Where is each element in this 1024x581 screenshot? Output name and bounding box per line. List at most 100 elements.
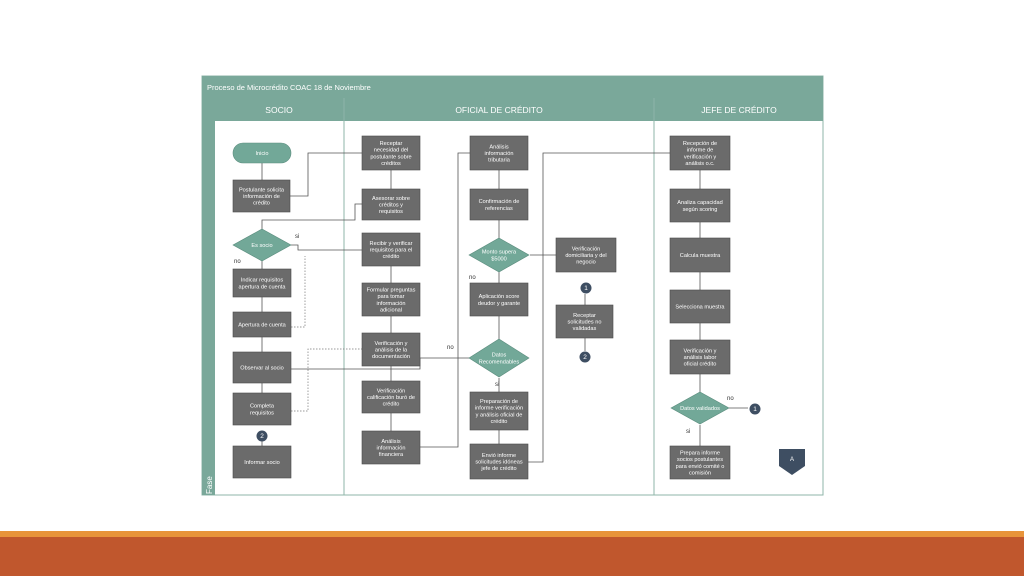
process-box-shape [361,232,421,267]
process-box-label: domiciliaria y del [565,253,606,259]
process-box-label: información [377,446,406,452]
process-box-label: Analiza capacidad [677,200,722,206]
process-box-shape [469,443,529,480]
process-box-label: postulante sobre [370,154,411,160]
decision-label: Monto supera [482,250,517,256]
process-box-shape [232,392,292,426]
decision-datos-val: Datos validados [670,391,730,425]
connector-circle [749,403,761,415]
decision-label: Recomendables [479,359,520,365]
process-box-shape [669,289,731,324]
process-box-label: informe verificación [475,406,523,412]
process-box-label: Postulante solicita [239,187,285,193]
decision-nodes: Es socio Monto supera$5000DatosRecomendab… [232,228,730,425]
edge-label: si [495,382,499,388]
connector-circle [256,430,268,442]
process-box-label: adicional [380,307,402,313]
process-box-label: Envió informe [482,453,516,459]
process-box-label: crédito [491,419,508,425]
process-box-label: Asesorar sobre [372,196,410,202]
process-box-label: para tomar [377,294,404,300]
process-box-selecciona: Selecciona muestra [669,289,731,324]
process-box-label: Verificación y [684,348,717,354]
process-box-label: Verificación [572,246,601,252]
edge-label: no [727,396,734,402]
process-box-label: necesidad del [374,148,409,154]
phase-strip [202,98,215,495]
footer-band [0,537,1024,576]
process-box-shape [232,311,292,338]
process-box-shape [469,391,529,431]
process-box-label: documentación [372,354,410,360]
process-box-shape [361,380,421,414]
process-box-label: análisis labor [684,355,717,361]
process-box-label: requisitos [379,209,403,215]
process-box-label: análisis o.c. [685,161,715,167]
edge-label: si [686,429,690,435]
process-box-label: información de [243,194,280,200]
process-box-label: verificación y [684,154,717,160]
process-box-label: Aplicación score [479,294,520,300]
footer-accent-stripe [0,531,1024,537]
process-box-shape [469,188,529,221]
edge-label: no [234,259,241,265]
process-box-label: negocio [576,260,596,266]
process-box-label: oficial crédito [684,362,717,368]
process-box-shape [232,351,292,384]
process-box-label: deudor y garante [478,301,520,307]
process-box-shape [361,282,421,317]
process-box-shape [232,179,291,213]
decision-label: Es socio [251,243,272,249]
diagram-title: Proceso de Microcrédito COAC 18 de Novie… [207,83,371,92]
decision-shape [232,228,292,262]
process-box-shape [361,332,421,367]
lane-header-oficial: OFICIAL DE CRÉDITO [455,105,543,115]
process-box-label: apertura de cuenta [239,284,287,290]
process-box-label: crédito [383,402,400,408]
decision-monto: Monto supera$5000 [468,237,530,273]
process-box-label: Recibir y verificar [370,241,413,247]
connector-label: 1 [753,406,757,413]
process-box-shape [361,430,421,465]
process-box-label: Informar socio [244,460,279,466]
process-box-shape [669,135,731,171]
process-box-label: jefe de crédito [480,466,516,472]
process-box-label: Análisis [489,144,508,150]
decision-shape [468,338,530,378]
process-box-label: requisitos para el [370,248,413,254]
process-box-shape [469,135,529,171]
page-connector-1: 1 [580,282,592,294]
process-box-label: información [485,151,514,157]
decision-label: Datos [492,353,507,359]
process-box-label: Preparación de [480,399,518,405]
process-box-label: comisión [689,470,711,476]
process-box-shape [555,304,614,339]
process-box-label: solicitudes idóneas [475,460,522,466]
process-box-label: Verificación [377,388,406,394]
decision-shape [670,391,730,425]
process-box-label: calificación buró de [367,395,415,401]
edge-label: si [295,234,299,240]
start-label: Inicio [255,151,268,157]
process-box-label: Análisis [381,439,400,445]
edge-label: no [469,275,476,281]
process-box-label: socios postulantes [677,457,723,463]
process-box-calcula: Calcula muestra [669,237,731,273]
process-box-shape [232,445,292,479]
connector-label: 1 [584,285,588,292]
process-box-apertura: Apertura de cuenta [232,311,292,338]
process-box-label: créditos y [379,203,403,209]
process-box-shape [669,339,731,375]
